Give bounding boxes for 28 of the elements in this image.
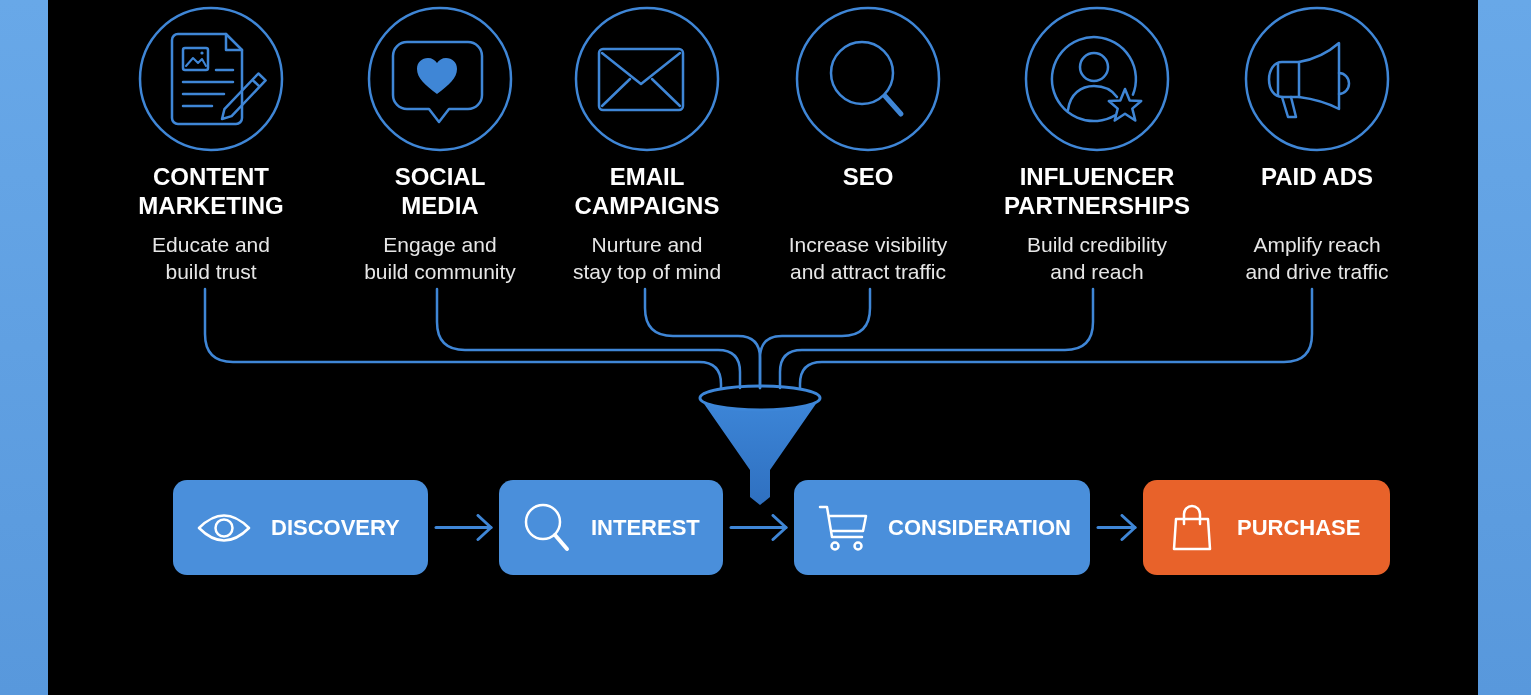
stage-box [1143,480,1390,575]
stage-label: INTEREST [591,513,700,542]
connector-line [435,287,742,390]
arrow [434,514,493,541]
channel-heading: EMAIL CAMPAIGNS [573,162,721,220]
channel-heading: PAID ADS [1261,162,1373,191]
channel-description: Nurture and stay top of mind [571,232,723,285]
connector-line [758,287,872,390]
stage-label: PURCHASE [1237,513,1361,542]
channel-heading: SOCIAL MEDIA [393,162,487,220]
channel-description: Educate and build trust [151,232,271,285]
channel-heading: SEO [842,162,894,191]
channel-description: Engage and build community [363,232,517,285]
stage-box [173,480,428,575]
channel-description: Build credibility and reach [1025,232,1169,285]
channel-description: Amplify reach and drive traffic [1244,232,1390,285]
channel-heading: CONTENT MARKETING [137,162,285,220]
connector-line [798,287,1314,390]
stage-box [794,480,1090,575]
channel-description: Increase visibility and attract traffic [787,232,949,285]
arrow [1096,514,1137,541]
stage-label: DISCOVERY [271,513,400,542]
stage-box [499,480,723,575]
connector-line [778,287,1095,390]
stage-label: CONSIDERATION [888,513,1071,542]
connector-line [203,287,723,390]
arrow [729,514,788,541]
channel-heading: INFLUENCER PARTNERSHIPS [1002,162,1192,220]
